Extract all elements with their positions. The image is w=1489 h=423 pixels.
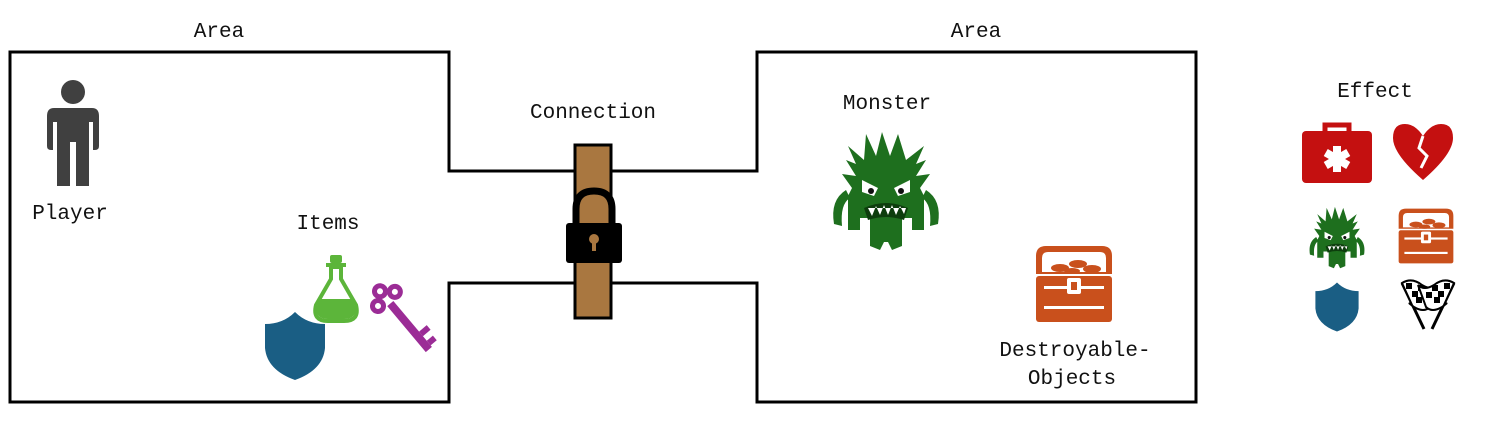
shield-icon: [265, 312, 325, 380]
shield-icon: [1315, 282, 1359, 332]
monster-label: Monster: [843, 93, 931, 116]
padlock-icon: [566, 187, 622, 263]
player-label: Player: [32, 203, 108, 226]
person-icon: [47, 80, 99, 186]
connection-label: Connection: [530, 102, 656, 125]
area-label-right: Area: [951, 21, 1001, 44]
treasure-chest-icon: [1036, 246, 1112, 322]
items-label: Items: [296, 213, 359, 236]
broken-heart-icon: [1393, 124, 1453, 180]
checkered-flags-icon: [1400, 279, 1456, 330]
treasure-chest-icon: [1398, 208, 1454, 264]
monster-icon: [833, 132, 939, 250]
medkit-icon: [1302, 122, 1372, 183]
area-label-left: Area: [194, 21, 244, 44]
effect-label: Effect: [1337, 81, 1413, 104]
potion-icon: [313, 255, 359, 323]
destroyable-label-line1: Destroyable-: [999, 340, 1150, 363]
destroyable-label-line2: Objects: [1028, 368, 1116, 391]
monster-icon: [1309, 206, 1365, 269]
key-icon: [370, 283, 437, 353]
level-outline: [8, 50, 1198, 404]
